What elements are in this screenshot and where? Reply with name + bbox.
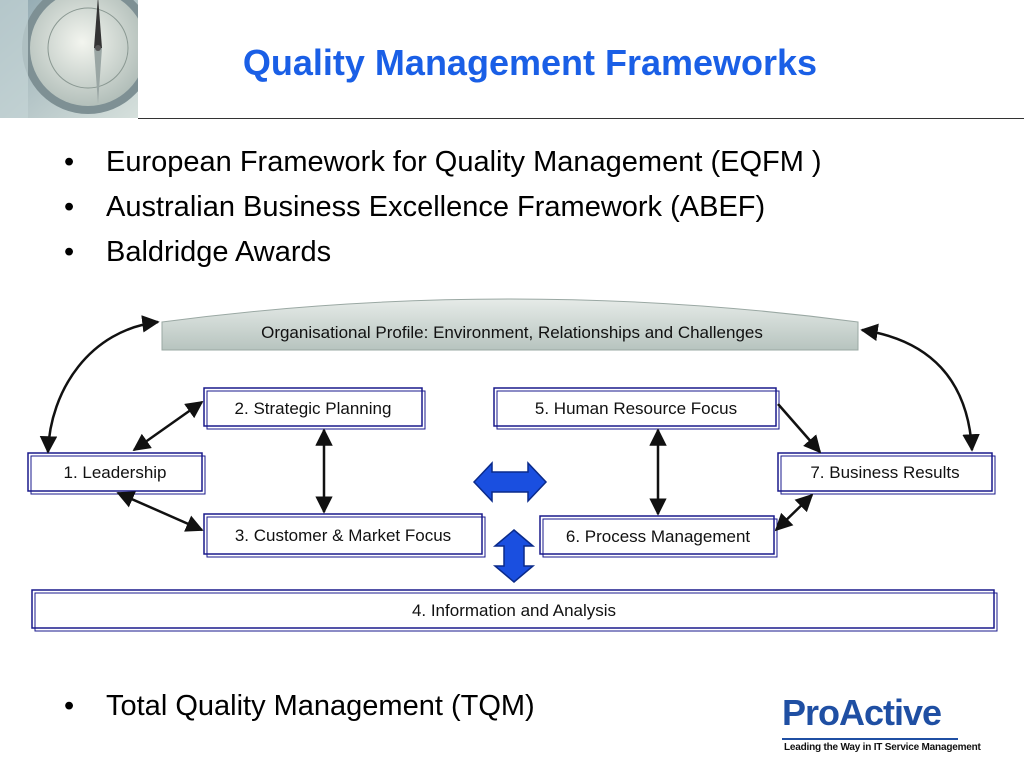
- proactive-logo: ProActive Leading the Way in IT Service …: [782, 692, 982, 762]
- bullet-text: Australian Business Excellence Framework…: [106, 191, 766, 223]
- arrow-hr-results: [777, 403, 822, 454]
- list-item: • Baldridge Awards: [64, 230, 822, 275]
- logo-tagline: Leading the Way in IT Service Management: [784, 742, 981, 753]
- compass-photo: [0, 0, 138, 118]
- box-process-management: 6. Process Management: [539, 515, 778, 558]
- bullet-text: Total Quality Management (TQM): [106, 690, 535, 722]
- box-label: 6. Process Management: [566, 527, 751, 546]
- bullet-glyph: •: [64, 236, 75, 268]
- top-bullet-list: • European Framework for Quality Manageme…: [64, 140, 822, 275]
- compass-icon: [0, 0, 138, 118]
- box-label: 3. Customer & Market Focus: [235, 526, 451, 545]
- bullet-text: Baldridge Awards: [106, 236, 332, 268]
- box-label: 1. Leadership: [63, 463, 166, 482]
- profile-label: Organisational Profile: Environment, Rel…: [261, 323, 763, 342]
- logo-underline: [782, 738, 958, 740]
- arrow-profile-leadership: [39, 315, 160, 454]
- bullet-glyph: •: [64, 191, 75, 223]
- list-item: • European Framework for Quality Manageme…: [64, 140, 822, 185]
- vertical-block-arrow: [492, 529, 536, 583]
- profile-banner: Organisational Profile: Environment, Rel…: [161, 298, 859, 351]
- bullet-glyph: •: [64, 690, 75, 722]
- box-label: 4. Information and Analysis: [412, 601, 616, 620]
- box-label: 2. Strategic Planning: [235, 399, 392, 418]
- box-strategic-planning: 2. Strategic Planning: [203, 387, 426, 430]
- connector-arrows: [39, 315, 980, 532]
- slide-title: Quality Management Frameworks: [242, 42, 818, 83]
- box-label: 7. Business Results: [810, 463, 959, 482]
- box-leadership: 1. Leadership: [27, 452, 206, 495]
- arrow-profile-results: [860, 323, 980, 452]
- box-business-results: 7. Business Results: [777, 452, 996, 495]
- box-human-resource: 5. Human Resource Focus: [493, 387, 780, 430]
- bullet-text: European Framework for Quality Managemen…: [106, 146, 822, 178]
- bullet-glyph: •: [64, 146, 75, 178]
- horizontal-block-arrow: [472, 461, 548, 503]
- arrow-leadership-customer: [116, 491, 204, 532]
- box-information-analysis: 4. Information and Analysis: [31, 589, 998, 632]
- title-divider: [138, 118, 1024, 119]
- bottom-bullet: • Total Quality Management (TQM): [64, 684, 535, 729]
- box-customer-market: 3. Customer & Market Focus: [203, 513, 486, 558]
- arrow-leadership-strategic: [132, 400, 204, 452]
- box-label: 5. Human Resource Focus: [535, 399, 737, 418]
- list-item: • Australian Business Excellence Framewor…: [64, 185, 822, 230]
- logo-wordmark: ProActive: [782, 692, 942, 733]
- arrow-process-results: [774, 493, 814, 532]
